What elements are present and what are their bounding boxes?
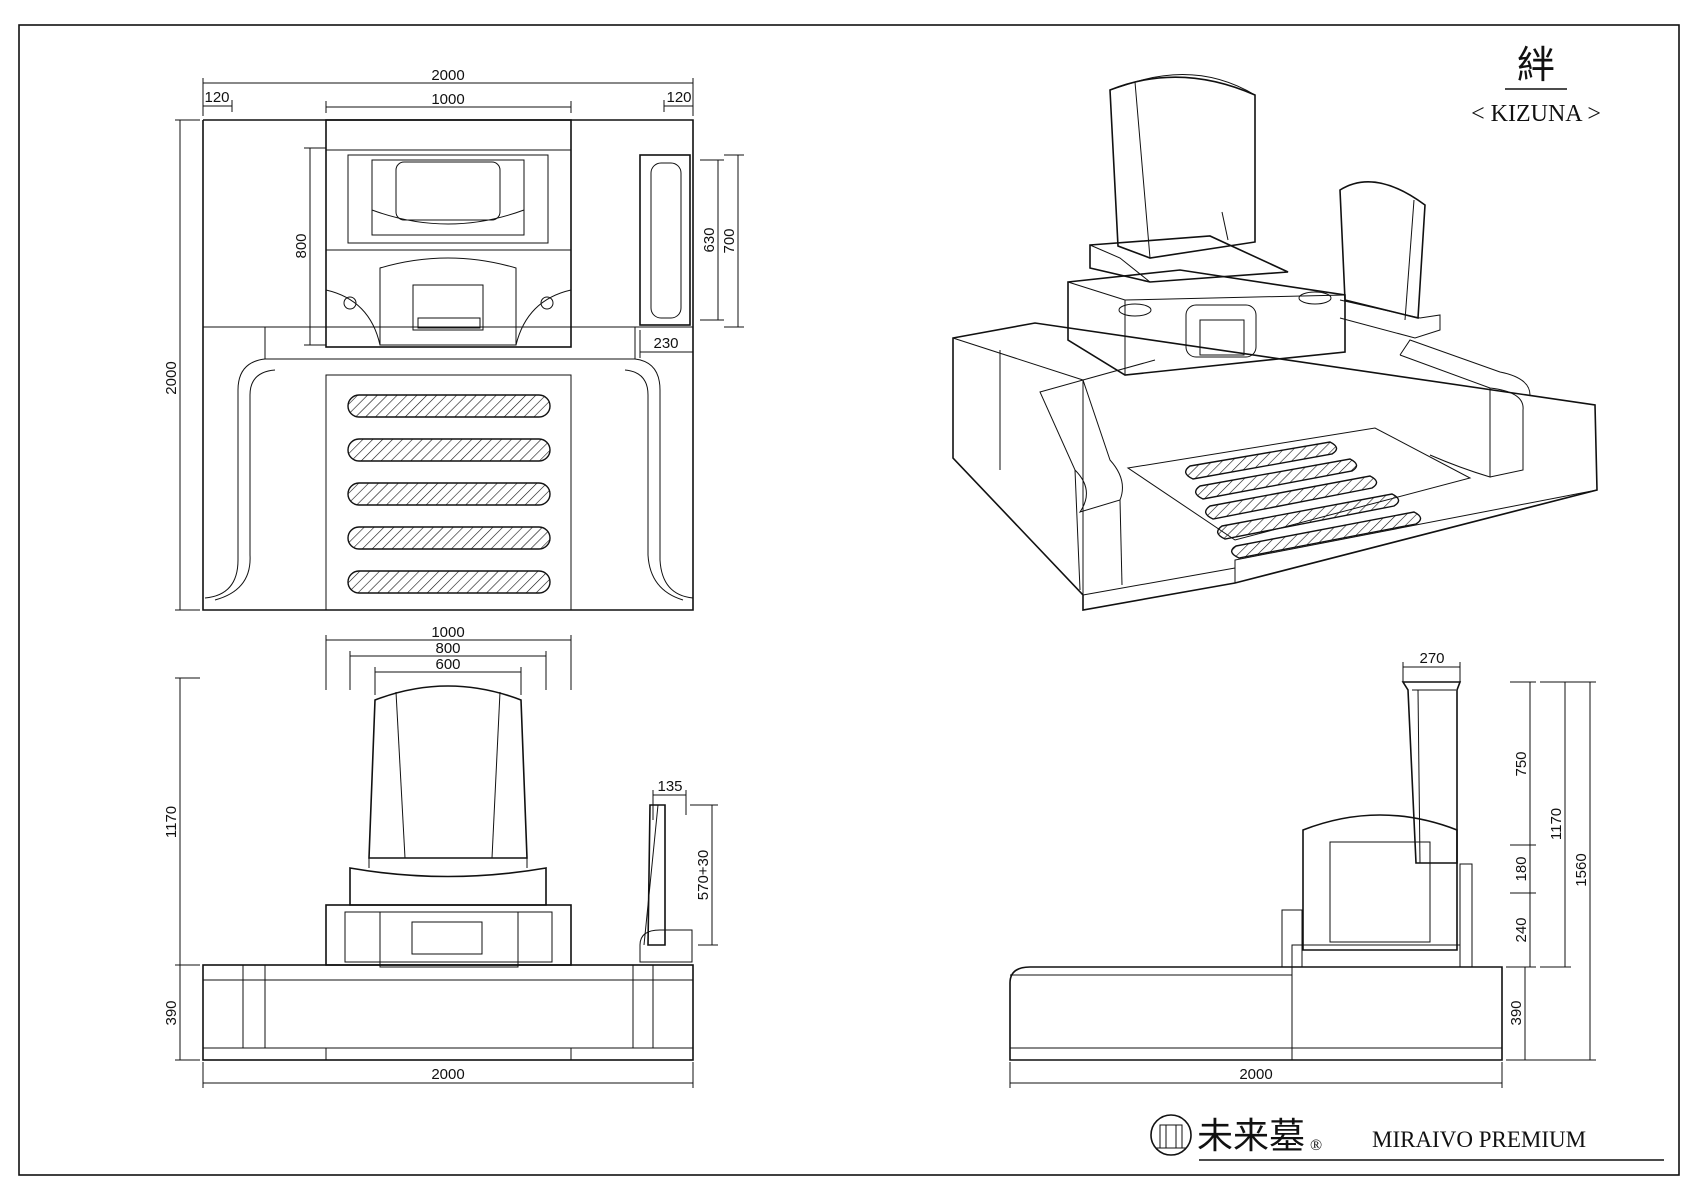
brand-block: 未来墓 ® MIRAIVO PREMIUM	[1150, 1114, 1664, 1161]
perspective-hatch-bar	[1185, 441, 1338, 480]
plan-hatch-bar	[347, 394, 551, 418]
side-dimensions: 270 750 180 240 1170 1560 390 2000	[1009, 650, 1596, 1088]
perspective-hatch-bar	[1217, 493, 1400, 540]
dim-plan-side-width: 230	[653, 335, 678, 352]
dim-side-1170: 1170	[1548, 808, 1565, 840]
side-foundation	[1009, 966, 1503, 1061]
dim-plan-right-margin: 120	[666, 89, 691, 106]
perspective-hatch-bars	[1185, 441, 1422, 559]
dim-front-800: 800	[435, 640, 460, 657]
plan-hatch-bar	[347, 438, 551, 462]
title-block: 絆 < KIZUNA >	[1471, 45, 1601, 127]
dim-front-390: 390	[163, 1000, 180, 1025]
dim-side-2000: 2000	[1239, 1066, 1272, 1083]
perspective-upright-stone	[1109, 76, 1256, 259]
dim-front-1000: 1000	[431, 624, 464, 641]
side-view: 270 750 180 240 1170 1560 390 2000	[1009, 650, 1596, 1088]
plan-hatch-bars	[347, 394, 551, 594]
dim-front-570: 570+30	[695, 850, 712, 900]
dim-front-600: 600	[435, 656, 460, 673]
dim-side-750: 750	[1513, 751, 1530, 776]
title-kanji: 絆	[1517, 45, 1555, 87]
brand-name-jp: 未来墓	[1197, 1116, 1305, 1156]
dim-plan-side-630: 630	[701, 227, 718, 252]
perspective-lower-base	[1067, 269, 1346, 376]
dim-plan-total-width: 2000	[431, 67, 464, 84]
dim-side-390: 390	[1508, 1000, 1525, 1025]
perspective-view	[952, 74, 1598, 611]
dim-plan-monument-width: 1000	[431, 91, 464, 108]
perspective-hatch-bar	[1195, 458, 1358, 500]
front-upright-stone	[368, 685, 528, 859]
dim-front-135: 135	[657, 778, 682, 795]
dim-plan-total-depth: 2000	[163, 361, 180, 394]
dim-front-2000: 2000	[431, 1066, 464, 1083]
plan-view: 2000 120 120 1000 2000 800 630	[163, 67, 744, 611]
dim-front-1170: 1170	[163, 806, 180, 838]
drawing-border	[18, 24, 1680, 1176]
front-lower-base	[325, 904, 572, 966]
side-upright-stone	[1401, 681, 1462, 864]
dim-plan-monument-depth: 800	[293, 233, 310, 258]
front-view: 1000 800 600 135 570+30 1170 390	[163, 624, 718, 1088]
front-dimensions: 1000 800 600 135 570+30 1170 390	[163, 624, 718, 1088]
plan-hatch-bar	[347, 570, 551, 594]
perspective-hatch-bar	[1205, 475, 1378, 520]
plan-hatch-bar	[347, 526, 551, 550]
dim-side-1560: 1560	[1573, 853, 1590, 886]
perspective-side-stone	[1339, 181, 1426, 320]
brand-name-en: MIRAIVO PREMIUM	[1372, 1127, 1586, 1152]
perspective-paving	[1126, 427, 1472, 541]
plan-monument-base	[325, 119, 572, 348]
dim-side-180: 180	[1513, 856, 1530, 881]
dim-plan-side-700: 700	[721, 228, 738, 253]
brand-registered-mark: ®	[1310, 1137, 1322, 1154]
brand-logo-icon	[1150, 1114, 1192, 1156]
plan-side-stone	[639, 154, 691, 326]
side-base-stone	[1302, 814, 1458, 951]
plan-dimensions: 2000 120 120 1000 2000 800 630	[163, 67, 744, 611]
title-romaji: < KIZUNA >	[1471, 101, 1601, 127]
dim-plan-left-margin: 120	[204, 89, 229, 106]
front-foundation	[202, 964, 694, 1061]
perspective-hatch-bar	[1231, 511, 1422, 559]
plan-paving-strip	[325, 374, 572, 611]
perspective-ground-slab	[952, 322, 1598, 611]
dim-side-240: 240	[1513, 917, 1530, 942]
plan-hatch-bar	[347, 482, 551, 506]
dim-side-270: 270	[1419, 650, 1444, 667]
